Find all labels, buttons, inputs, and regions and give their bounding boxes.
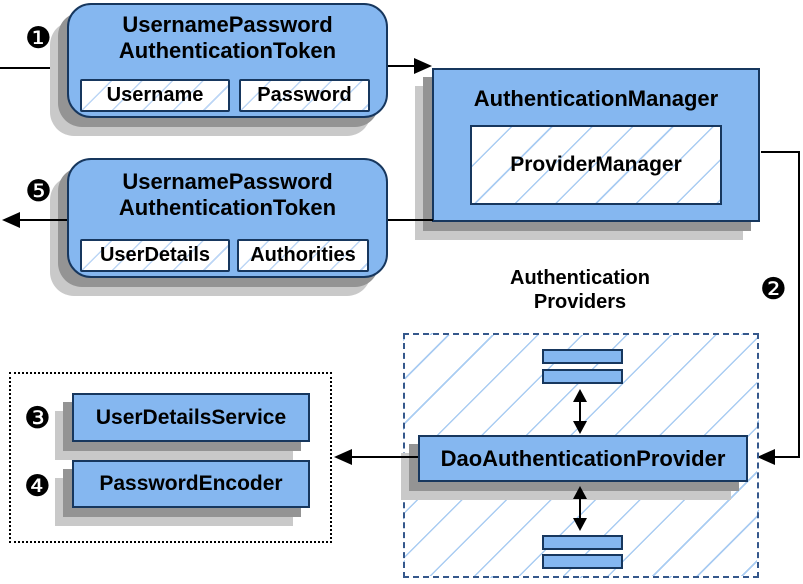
authentication-manager-title: AuthenticationManager xyxy=(473,86,719,111)
flow-arrowhead-into-dao xyxy=(757,449,775,465)
step-4-badge: ❹ xyxy=(24,469,51,504)
request-token-title: UsernamePassword AuthenticationToken xyxy=(69,12,386,64)
flow-line-token-to-manager xyxy=(388,65,416,67)
provider-stack-bottom-bar-2 xyxy=(542,554,623,569)
dao-provider-box: DaoAuthenticationProvider xyxy=(418,435,748,482)
password-chip: Password xyxy=(239,79,370,112)
dao-top-arrow-down-head xyxy=(573,421,587,434)
response-token-box: UsernamePassword AuthenticationToken Use… xyxy=(67,158,388,278)
provider-stack-top-bar-1 xyxy=(542,349,623,364)
flow-arrowhead-token-to-manager xyxy=(414,58,432,74)
request-token-title-line2: AuthenticationToken xyxy=(118,37,337,63)
providers-heading-line2: Providers xyxy=(533,291,627,314)
dao-bottom-arrow-up-head xyxy=(573,486,587,499)
user-details-service-box: UserDetailsService xyxy=(72,393,310,442)
flow-line-into-dao xyxy=(774,456,800,458)
response-token-title-line2: AuthenticationToken xyxy=(118,194,337,220)
authorities-chip: Authorities xyxy=(237,239,369,272)
dao-top-arrow-up-head xyxy=(573,389,587,402)
dao-bottom-arrow-line xyxy=(579,497,581,521)
request-token-box: UsernamePassword AuthenticationToken Use… xyxy=(67,3,388,118)
flow-line-manager-right xyxy=(761,151,800,153)
dao-top-arrow-line xyxy=(579,400,581,423)
flow-arrowhead-dao-to-services xyxy=(334,449,352,465)
step-5-badge: ❺ xyxy=(25,174,52,209)
user-details-chip: UserDetails xyxy=(80,239,230,272)
step-2-badge: ❷ xyxy=(760,272,787,307)
flow-arrowhead-outgoing xyxy=(2,212,20,228)
providers-heading-line1: Authentication xyxy=(510,267,650,289)
flow-line-incoming xyxy=(0,67,68,69)
providers-heading: Authentication Providers xyxy=(455,266,705,315)
provider-stack-bottom-bar-1 xyxy=(542,535,623,550)
flow-line-right-vertical xyxy=(798,151,800,457)
username-chip: Username xyxy=(80,79,230,112)
dao-bottom-arrow-down-head xyxy=(573,518,587,531)
flow-line-outgoing xyxy=(18,219,67,221)
response-token-title-line1: UsernamePassword xyxy=(122,169,333,194)
flow-line-dao-to-services xyxy=(352,456,418,458)
step-3-badge: ❸ xyxy=(24,401,51,436)
password-encoder-box: PasswordEncoder xyxy=(72,460,310,508)
provider-manager-box: ProviderManager xyxy=(470,125,722,205)
services-dotted-box xyxy=(9,372,332,543)
provider-stack-top-bar-2 xyxy=(542,369,623,384)
request-token-title-line1: UsernamePassword xyxy=(122,12,333,37)
step-1-badge: ❶ xyxy=(25,21,52,56)
response-token-title: UsernamePassword AuthenticationToken xyxy=(69,169,386,221)
authentication-manager-box: AuthenticationManager ProviderManager xyxy=(432,68,760,222)
flow-line-manager-to-token xyxy=(388,219,433,221)
